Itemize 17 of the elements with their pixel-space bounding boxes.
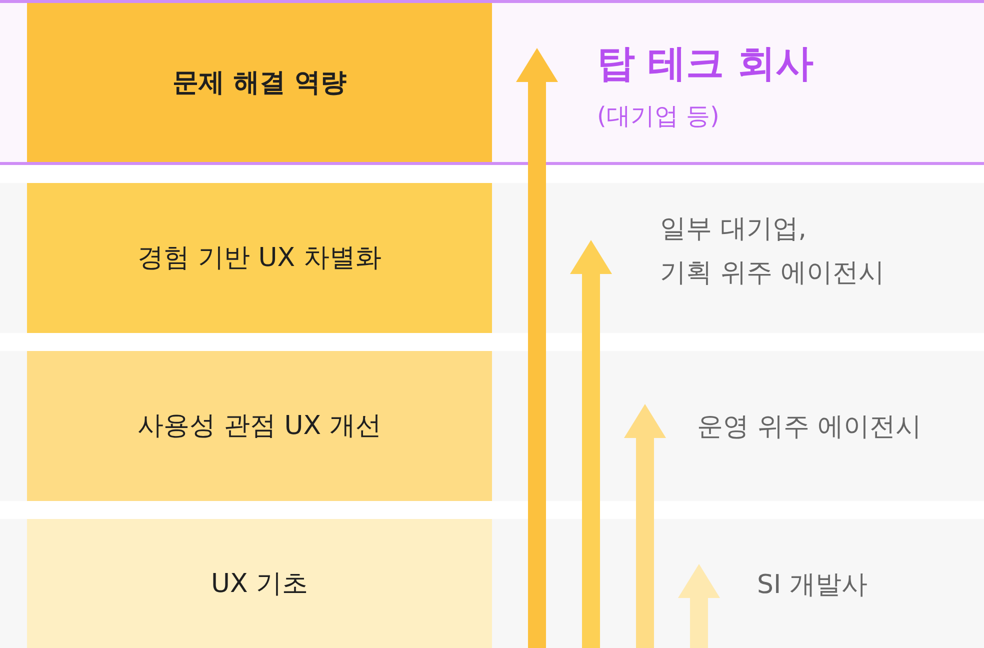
- tier-label: 운영 위주 에이전시: [697, 411, 922, 444]
- tier-note: (대기업 등): [597, 101, 720, 132]
- tier-band: [0, 183, 984, 333]
- level-label: UX 기초: [210, 568, 308, 600]
- tier-band: [0, 351, 984, 501]
- level-box: [27, 519, 492, 648]
- level-label: 경험 기반 UX 차별화: [138, 242, 382, 275]
- tier-band: [0, 0, 984, 165]
- tier-label: 일부 대기업, 기획 위주 에이전시: [660, 213, 885, 290]
- level-box: [27, 351, 492, 501]
- tier-heading: 탑 테크 회사: [597, 40, 814, 87]
- tier-label: SI 개발사: [757, 569, 868, 602]
- level-box: [27, 183, 492, 333]
- level-box: [27, 3, 492, 162]
- level-label: 사용성 관점 UX 개선: [138, 410, 382, 443]
- tier-band: [0, 519, 984, 648]
- level-label: 문제 해결 역량: [172, 66, 347, 100]
